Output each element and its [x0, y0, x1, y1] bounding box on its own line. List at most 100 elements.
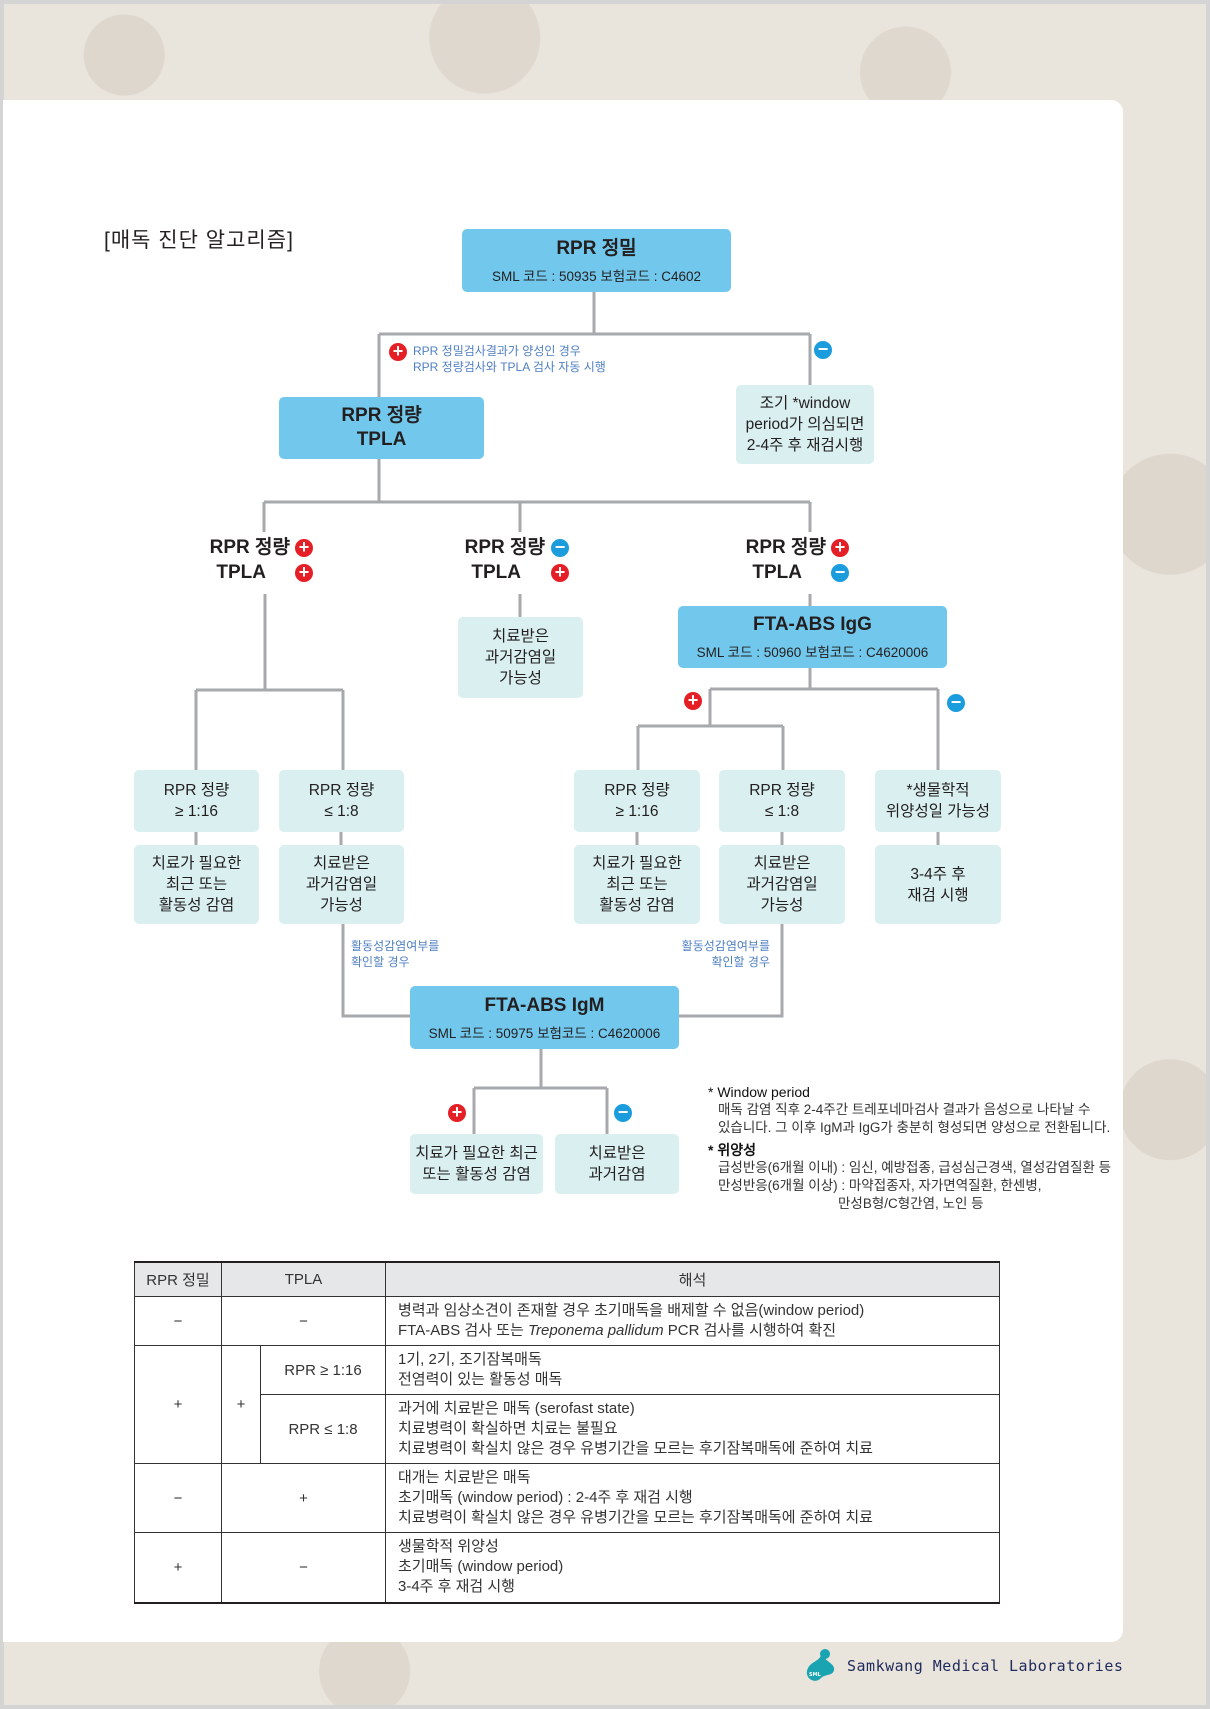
note-title: * 위양성	[708, 1142, 756, 1158]
line: 과거에 치료받은 매독 (serofast state)	[398, 1400, 635, 1417]
box-line: 치료가 필요한	[592, 855, 682, 872]
box-line: 치료받은	[491, 628, 550, 645]
note-line: 활동성감염여부를	[351, 939, 440, 953]
plus-icon: +	[389, 342, 407, 361]
box-line: TPLA	[356, 429, 407, 450]
line: PCR 검사를 시행하여 확진	[663, 1322, 837, 1339]
titer-box: RPR 정량≥ 1:16	[134, 770, 259, 832]
cell-rpr-titer: RPR ≥ 1:16	[260, 1345, 386, 1395]
cell-rpr: +	[134, 1345, 222, 1464]
box-line: ≥ 1:16	[615, 803, 659, 820]
box-line: 과거감염일	[484, 649, 557, 666]
box-line: RPR 정량	[341, 405, 422, 426]
tpla-label: TPLA	[471, 562, 521, 583]
svg-text:SML: SML	[809, 1672, 822, 1678]
box-line: RPR 정량	[604, 782, 670, 799]
cell-tpla: −	[221, 1532, 386, 1604]
rpr-quant-tpla-box: RPR 정량 TPLA	[279, 397, 484, 459]
note-line: 매독 감염 직후 2-4주간 트레포네마검사 결과가 음성으로 나타날 수	[718, 1102, 1091, 1117]
box-title: RPR 정밀	[556, 237, 637, 259]
box-line: 가능성	[320, 897, 363, 914]
line: 생물학적 위양성	[398, 1538, 499, 1556]
box-line: 또는 활동성 감염	[422, 1166, 531, 1183]
box-line: 치료받은	[312, 855, 371, 872]
tpla-label: TPLA	[752, 562, 802, 583]
cell-rpr-titer: RPR ≤ 1:8	[260, 1394, 386, 1464]
plus-icon: +	[295, 538, 313, 557]
box-line: ≥ 1:16	[175, 803, 218, 820]
line: 초기매독 (window period) : 2-4주 후 재검 시행	[398, 1489, 693, 1506]
past-infection-box: 치료받은 과거감염일 가능성	[458, 617, 583, 698]
cell-tpla: −	[221, 1296, 386, 1346]
box-line: 치료받은	[753, 855, 811, 872]
box-line: 2-4주 후 재검시행	[746, 437, 864, 454]
box-line: period가 의심되면	[745, 416, 865, 433]
minus-icon: −	[947, 693, 965, 712]
box-line: 3-4주 후	[910, 865, 966, 883]
box-line: 과거감염일	[305, 876, 378, 893]
line: 치료병력이 확실치 않은 경우 유병기간을 모르는 후기잠복매독에 준하여 치료	[398, 1509, 873, 1526]
cell-tpla: +	[221, 1463, 386, 1533]
line: 대개는 치료받은 매독	[398, 1469, 531, 1486]
titer-box: RPR 정량 ≥ 1:16	[574, 770, 700, 832]
cell-interpretation: 병력과 임상소견이 존재할 경우 초기매독을 배제할 수 없음(window p…	[385, 1296, 1000, 1346]
box-line: ≤ 1:8	[324, 803, 359, 820]
fta-abs-igm-box: FTA-ABS IgM SML 코드 : 50975 보험코드 : C46200…	[410, 986, 679, 1049]
plus-icon: +	[448, 1103, 466, 1122]
rpr-qualitative-box: RPR 정밀 SML 코드 : 50935 보험코드 : C4602	[462, 229, 731, 292]
box-code: SML 코드 : 50935 보험코드 : C4602	[491, 268, 702, 284]
note-line: 활동성감염여부를	[681, 939, 770, 953]
window-period-box: 조기 *window period가 의심되면 2-4주 후 재검시행	[736, 385, 874, 464]
header-tpla: TPLA	[221, 1261, 386, 1297]
line: 치료병력이 확실하면 치료는 불필요	[398, 1420, 618, 1437]
box-line: *생물학적	[906, 782, 970, 799]
rpr-label: RPR 정량	[464, 537, 545, 558]
line: 병력과 임상소견이 존재할 경우 초기매독을 배제할 수 없음(window p…	[398, 1302, 865, 1319]
box-line: 위양성일 가능성	[885, 803, 991, 820]
titer-box: RPR 정량 ≤ 1:8	[279, 770, 404, 832]
box-line: 가능성	[499, 670, 542, 687]
auto-test-note: RPR 정밀검사결과가 양성인 경우 RPR 정량검사와 TPLA 검사 자동 …	[413, 343, 606, 375]
branch-label-1: RPR 정량 TPLA	[160, 535, 290, 585]
italic-species: Treponema pallidum	[527, 1322, 664, 1339]
company-name: Samkwang Medical Laboratories	[847, 1657, 1124, 1675]
box-line: RPR 정량	[308, 782, 375, 799]
footnotes: * Window period 매독 감염 직후 2-4주간 트레포네마검사 결…	[708, 1083, 1111, 1213]
note-line: 확인할 경우	[711, 955, 770, 969]
minus-icon: −	[551, 538, 569, 557]
note-line: 급성반응(6개월 이내) : 임신, 예방접종, 급성심근경색, 열성감염질환 …	[718, 1160, 1112, 1175]
line: 전염력이 있는 활동성 매독	[398, 1371, 563, 1388]
box-code: SML 코드 : 50975 보험코드 : C4620006	[428, 1025, 661, 1041]
box-title: FTA-ABS IgG	[753, 614, 872, 635]
note-line: 확인할 경우	[351, 955, 410, 969]
table-row: RPR ≤ 1:8 과거에 치료받은 매독 (serofast state) 치료…	[135, 1394, 1000, 1464]
line: 치료병력이 확실치 않은 경우 유병기간을 모르는 후기잠복매독에 준하여 치료	[398, 1440, 873, 1457]
tpla-label: TPLA	[216, 562, 266, 583]
note-line: RPR 정밀검사결과가 양성인 경우	[413, 344, 581, 358]
interpretation-table: RPR 정밀 TPLA 해석 − − 병력과 임상소견이 존재할 경우 초기매독…	[134, 1261, 1000, 1604]
header-interpretation: 해석	[385, 1261, 1000, 1297]
box-line: RPR 정량	[749, 782, 815, 799]
rpr-label: RPR 정량	[209, 537, 290, 558]
cell-tpla: +	[221, 1345, 261, 1464]
minus-icon: −	[614, 1103, 632, 1122]
box-line: 재검 시행	[907, 886, 969, 904]
line: FTA-ABS 검사 또는	[398, 1322, 528, 1339]
line: 초기매독 (window period)	[398, 1558, 564, 1576]
fta-abs-igg-box: FTA-ABS IgG SML 코드 : 50960 보험코드 : C46200…	[678, 606, 947, 668]
branch-label-2: RPR 정량 TPLA	[415, 535, 545, 585]
box-line: 치료가 필요한	[151, 855, 242, 872]
cell-rpr: −	[134, 1463, 222, 1533]
titer-box: RPR 정량≤ 1:8	[719, 770, 845, 832]
